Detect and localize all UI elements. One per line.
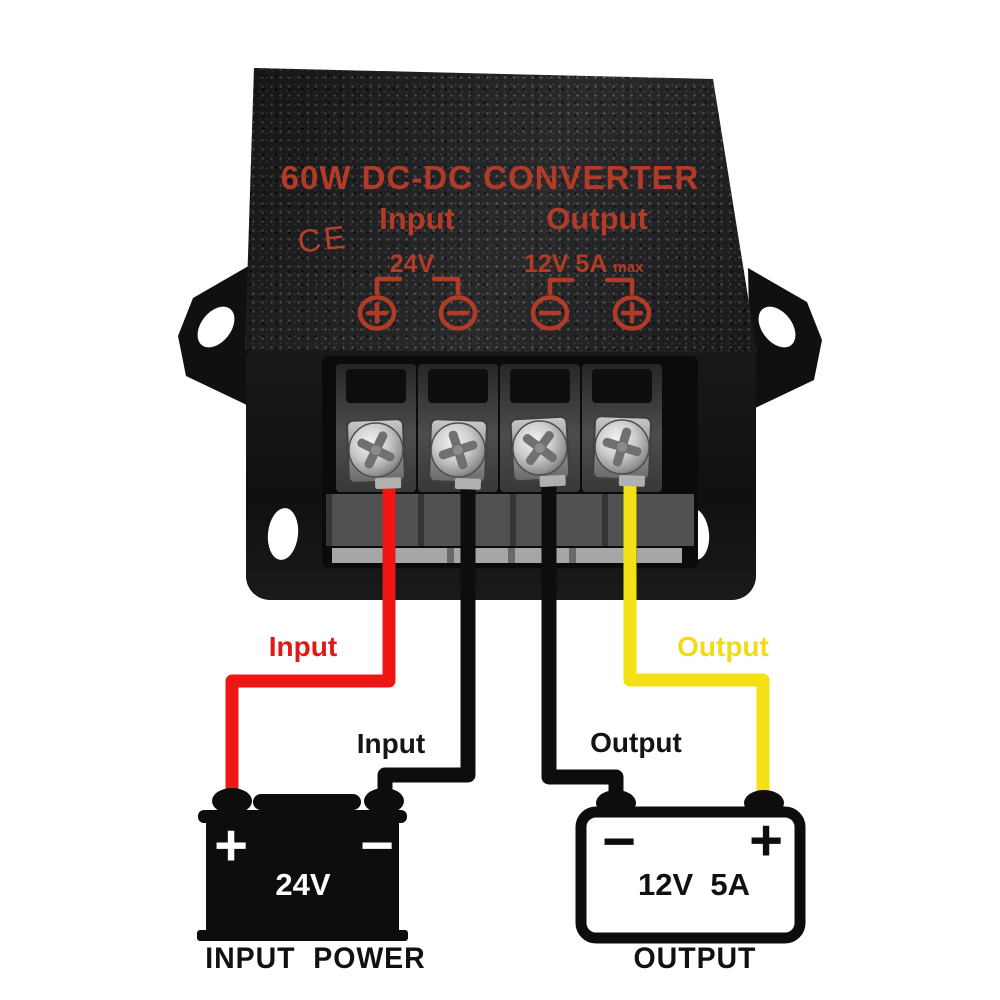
ce-mark: CE <box>295 218 350 260</box>
output-battery-rating: 12V 5A <box>637 867 750 902</box>
output-battery-minus-sign: − <box>602 809 636 874</box>
wire-label-input-negative: Input <box>356 728 426 759</box>
terminal-screw <box>346 418 406 489</box>
output-battery-caption: OUTPUT <box>633 942 757 975</box>
converter-top-face <box>245 68 757 353</box>
battery-post <box>364 788 404 814</box>
plus-terminal-icon <box>612 295 652 331</box>
input-print-label: Input <box>379 201 455 236</box>
wire-label-output-positive: Output <box>677 631 769 662</box>
output-rating-value: 12V 5A <box>524 250 607 278</box>
bracket-line <box>374 276 403 296</box>
output-print-label: Output <box>546 201 648 236</box>
bracket-line <box>547 277 575 296</box>
minus-terminal-icon <box>438 295 478 331</box>
input-battery-plus-sign: + <box>214 813 248 878</box>
input-positive-wire <box>225 459 396 807</box>
plus-terminal-icon <box>357 295 397 331</box>
output-positive-wire <box>623 459 770 810</box>
output-battery-symbol <box>575 790 806 944</box>
terminal-screw <box>428 418 488 490</box>
terminal-screw <box>592 415 652 487</box>
battery-post <box>212 788 252 814</box>
input-voltage-print: 24V <box>389 250 435 278</box>
device-title: 60W DC-DC CONVERTER <box>280 159 700 196</box>
input-battery-caption: INPUT POWER <box>205 942 426 975</box>
input-battery-minus-sign: − <box>360 813 394 878</box>
bracket-line <box>431 276 461 296</box>
terminal-print-markings <box>357 276 652 331</box>
terminal-screw <box>509 415 571 487</box>
output-battery-plus-sign: + <box>749 808 783 873</box>
input-negative-wire <box>377 458 476 808</box>
battery-handle <box>253 794 361 810</box>
wire-label-input-positive: Input <box>268 631 338 662</box>
bracket-line <box>604 277 635 296</box>
terminal-screws <box>346 415 652 490</box>
input-battery-symbol <box>197 788 408 941</box>
output-rating-suffix: max <box>613 259 644 276</box>
minus-terminal-icon <box>530 295 570 331</box>
input-battery-voltage: 24V <box>275 867 331 902</box>
wire-label-output-negative: Output <box>590 727 682 758</box>
output-rating-print: 12V 5A max <box>524 250 700 279</box>
terminal-metal-strip <box>332 548 682 563</box>
